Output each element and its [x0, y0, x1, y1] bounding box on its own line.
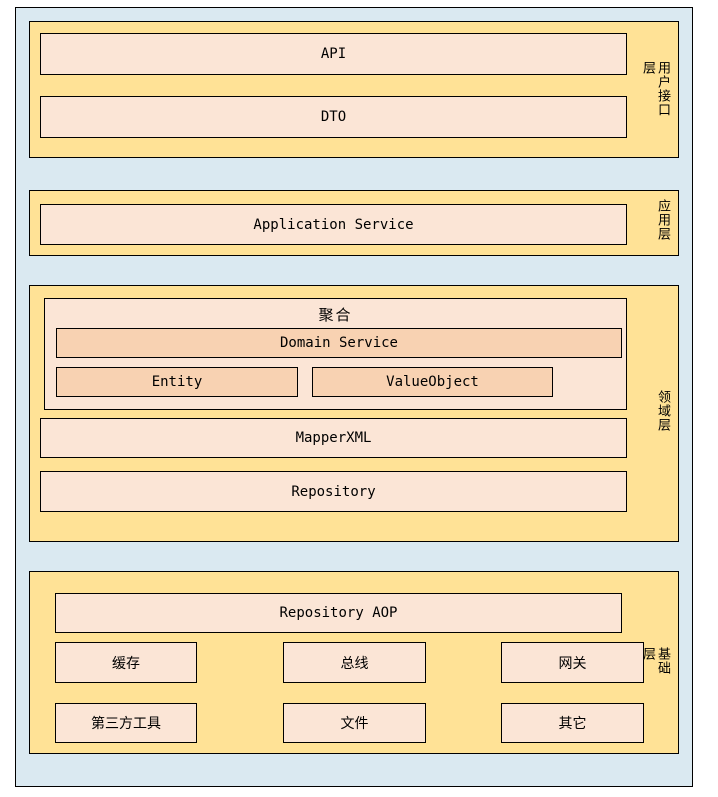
box-repository-label: Repository [291, 483, 376, 500]
box-cache-label: 缓存 [112, 655, 140, 672]
box-third-party-tools: 第三方工具 [55, 703, 197, 743]
layer-band-infrastructure: Repository AOP 缓存 总线 网关 第三方工具 文件 其它 基础层 [29, 571, 679, 754]
box-api: API [40, 33, 627, 75]
layer-label-user-interface: 用户接口层 [640, 60, 670, 117]
box-api-label: API [320, 46, 347, 62]
box-bus-label: 总线 [340, 655, 369, 672]
box-application-service: Application Service [40, 204, 627, 245]
box-value-object: ValueObject [312, 367, 553, 397]
box-application-service-label: Application Service [253, 216, 414, 233]
layer-label-application: 应用层 [655, 199, 670, 241]
box-gateway-label: 网关 [558, 655, 587, 672]
box-mapper-xml-label: MapperXML [295, 430, 372, 446]
box-domain-service: Domain Service [56, 328, 622, 358]
layer-label-domain: 领域层 [655, 389, 670, 432]
box-entity-label: Entity [151, 374, 203, 390]
box-cache: 缓存 [55, 642, 197, 683]
aggregate-title: 聚合 [318, 306, 353, 324]
diagram-canvas: API DTO 用户接口层 Application Service 应用层 聚合… [15, 7, 693, 787]
box-entity: Entity [56, 367, 298, 397]
box-dto-label: DTO [320, 109, 347, 125]
box-file: 文件 [283, 703, 426, 743]
box-other: 其它 [501, 703, 644, 743]
box-repository: Repository [40, 471, 627, 512]
layer-band-user-interface: API DTO 用户接口层 [29, 21, 679, 158]
layer-label-infrastructure: 基础层 [640, 646, 670, 675]
box-repository-aop-label: Repository AOP [279, 605, 398, 621]
box-domain-service-label: Domain Service [279, 335, 398, 351]
box-repository-aop: Repository AOP [55, 593, 622, 633]
layer-band-application: Application Service 应用层 [29, 190, 679, 256]
layer-band-domain: 聚合 Domain Service Entity ValueObject Map… [29, 285, 679, 542]
box-other-label: 其它 [558, 716, 587, 732]
box-third-party-tools-label: 第三方工具 [91, 716, 161, 732]
box-gateway: 网关 [501, 642, 644, 683]
aggregate-container: 聚合 Domain Service Entity ValueObject [44, 298, 627, 410]
box-bus: 总线 [283, 642, 426, 683]
box-value-object-label: ValueObject [386, 374, 479, 390]
box-file-label: 文件 [340, 716, 369, 732]
box-dto: DTO [40, 96, 627, 138]
box-mapper-xml: MapperXML [40, 418, 627, 458]
